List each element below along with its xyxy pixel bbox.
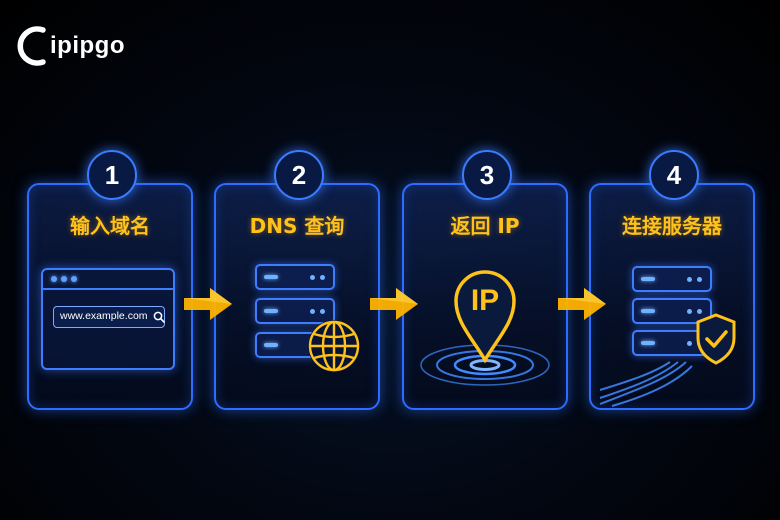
step-title-3: 返回 IP [450,214,520,238]
step-title-1: 输入域名 [70,214,150,238]
dns-server-unit [255,264,335,290]
connection-lines-illustration [599,361,693,407]
logo-mark-icon [17,26,46,66]
target-server-unit [632,266,712,292]
brand-name: ipipgo [50,32,125,59]
location-pin-icon [454,270,516,364]
browser-window-illustration: www.example.com [41,268,175,370]
url-text: www.example.com [60,310,148,322]
dns-server-unit [255,298,335,324]
step-number-4: 4 [649,150,699,200]
window-dot [61,276,67,282]
browser-toolbar-divider [43,288,173,290]
brand-logo: ipipgo [17,22,125,70]
step-number-3: 3 [462,150,512,200]
arrow-right-icon [370,288,418,320]
step-number-1: 1 [87,150,137,200]
arrow-right-icon [558,288,606,320]
step-card-2 [214,183,380,410]
step-title-2: DNS 查询 [249,214,345,238]
window-dot [51,276,57,282]
search-icon [153,311,165,323]
globe-icon [308,320,360,372]
window-dot [71,276,77,282]
shield-check-icon [696,313,736,365]
step-title-4: 连接服务器 [622,214,722,238]
ip-pin-label: IP [470,284,500,317]
step-number-2: 2 [274,150,324,200]
arrow-right-icon [184,288,232,320]
url-input: www.example.com [53,306,165,328]
target-server-unit [632,298,712,324]
